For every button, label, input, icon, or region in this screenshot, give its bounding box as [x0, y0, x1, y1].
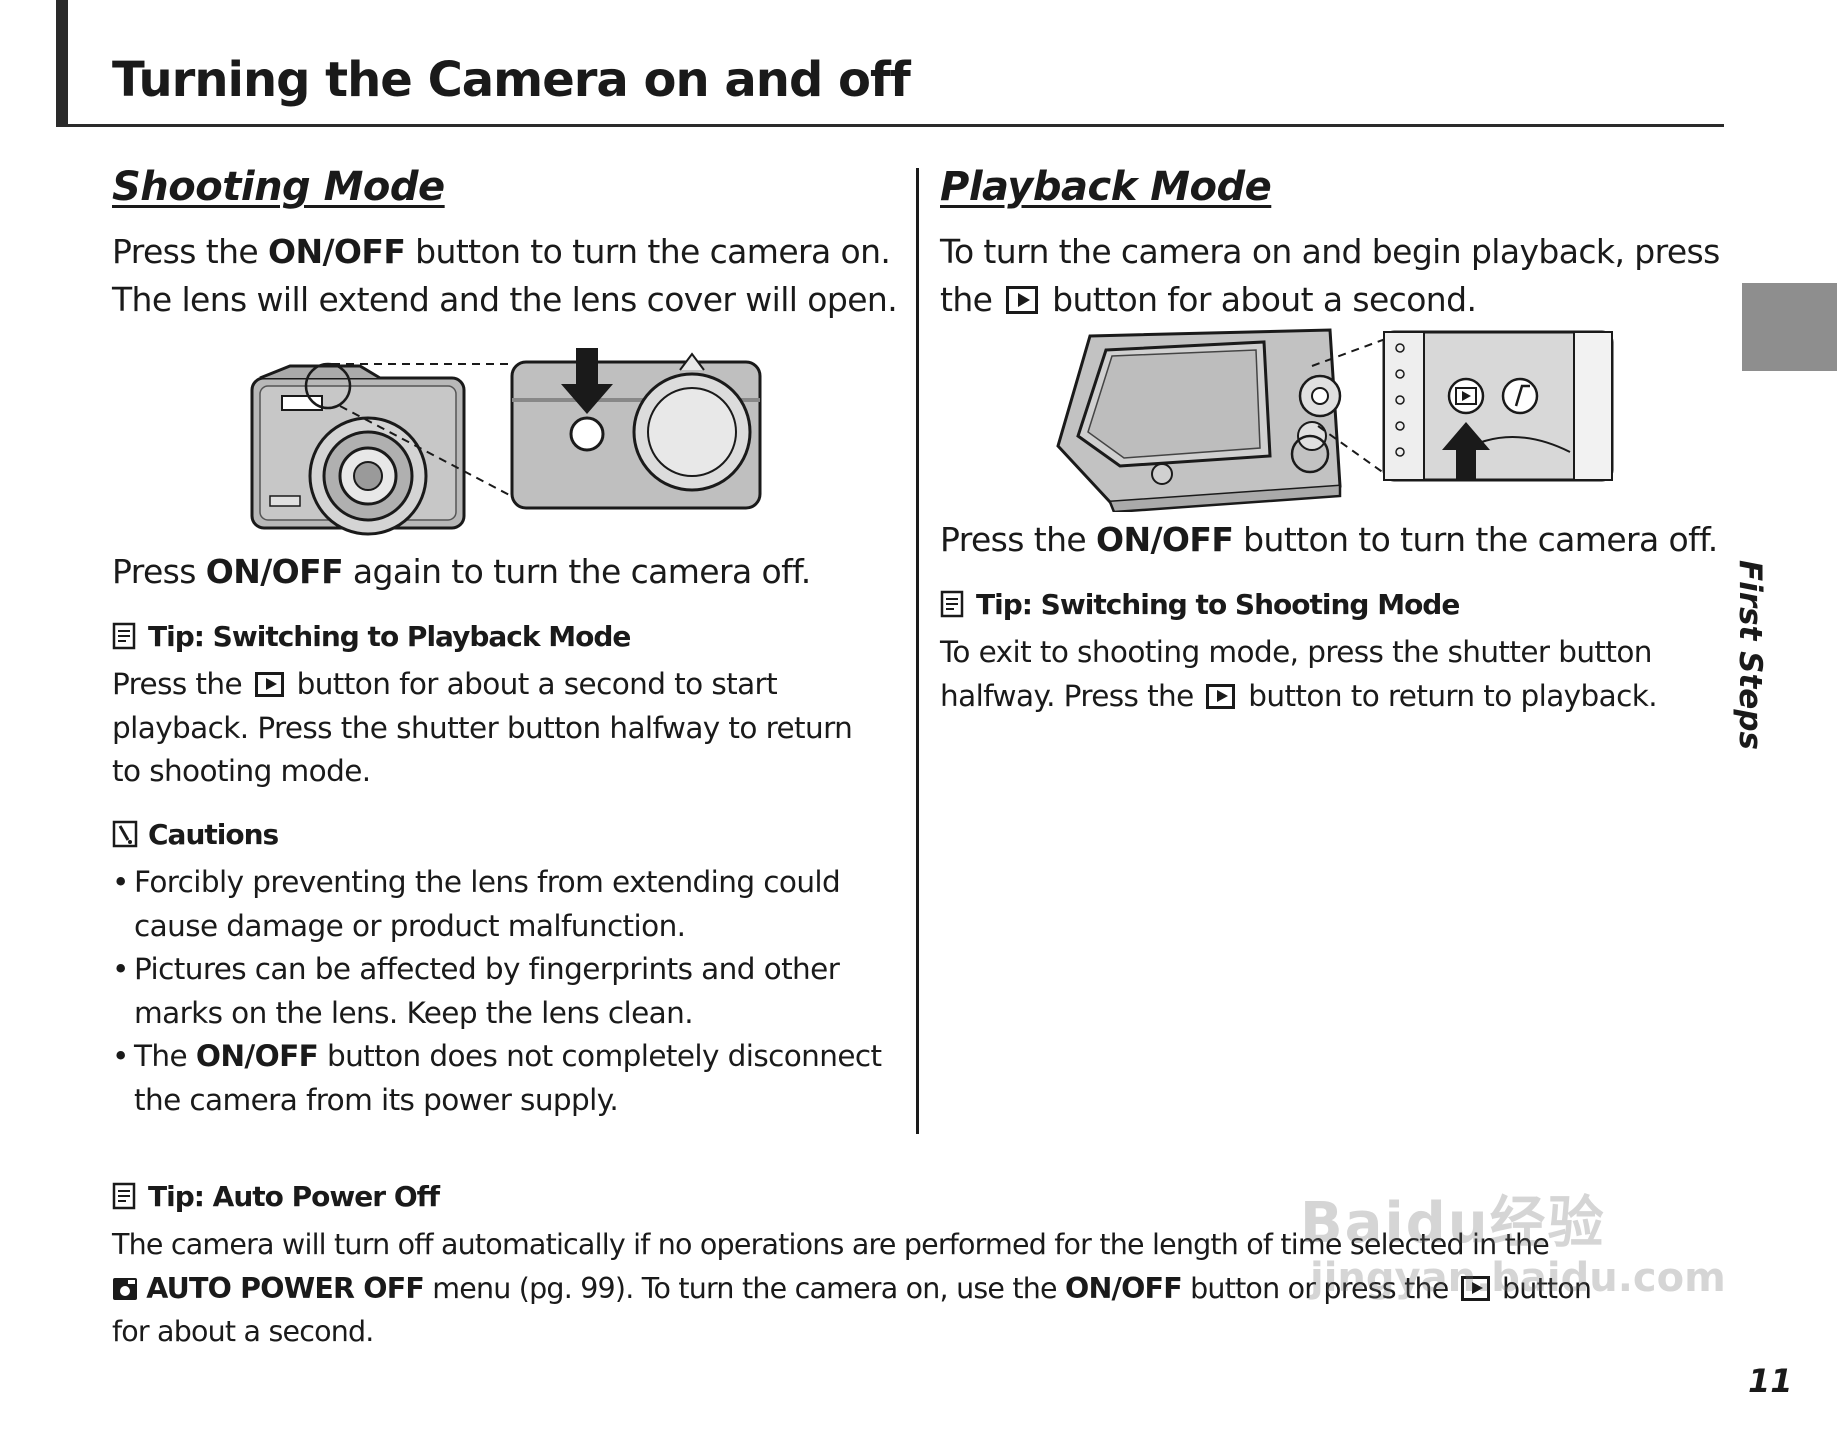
playback-button-icon — [1460, 1275, 1490, 1301]
tip-body: Press the button for about a second to s… — [112, 667, 853, 788]
playback-button-icon — [1006, 286, 1039, 314]
caution-item: Pictures can be affected by fingerprints… — [112, 948, 902, 1035]
page-number: 11 — [1748, 1362, 1793, 1400]
playback-intro-line2: the button for about a second. — [940, 280, 1477, 319]
shooting-intro: Press the ON/OFF button to turn the came… — [112, 228, 912, 324]
auto-power-line3: for about a second. — [112, 1315, 374, 1348]
tip-note-icon — [112, 1182, 136, 1209]
shooting-off-text: Press ON/OFF again to turn the camera of… — [112, 552, 811, 591]
shooting-intro-line2: The lens will extend and the lens cover … — [112, 280, 898, 319]
tip-note-icon — [112, 622, 136, 649]
auto-power-line1: The camera will turn off automatically i… — [112, 1228, 1550, 1261]
tip-body-line2: halfway. Press the button to return to p… — [940, 678, 1658, 713]
camera-front-illustration — [250, 348, 762, 536]
caution-icon — [112, 820, 138, 847]
playback-off-text: Press the ON/OFF button to turn the came… — [940, 520, 1718, 559]
shooting-intro-line1: Press the ON/OFF button to turn the came… — [112, 232, 891, 271]
tip-heading: Tip: Auto Power Off — [112, 1180, 1722, 1213]
cautions-list: Forcibly preventing the lens from extend… — [112, 861, 902, 1122]
playback-mode-heading: Playback Mode — [940, 164, 1272, 210]
playback-button-icon — [1206, 683, 1236, 709]
playback-intro: To turn the camera on and begin playback… — [940, 228, 1730, 324]
cautions-heading: Cautions — [112, 818, 912, 851]
playback-intro-line1: To turn the camera on and begin playback… — [940, 232, 1720, 271]
tip-switch-shooting: Tip: Switching to Shooting Mode To exit … — [940, 588, 1730, 718]
tip-heading: Tip: Switching to Playback Mode — [112, 620, 912, 653]
caution-item: Forcibly preventing the lens from extend… — [112, 861, 902, 948]
tip-body-line1: To exit to shooting mode, press the shut… — [940, 635, 1653, 669]
page-title: Turning the Camera on and off — [112, 52, 911, 108]
tip-auto-power-off: Tip: Auto Power Off The camera will turn… — [112, 1180, 1722, 1354]
setup-menu-icon — [113, 1277, 137, 1300]
caution-item: The ON/OFF button does not completely di… — [112, 1035, 902, 1122]
shooting-mode-heading: Shooting Mode — [112, 164, 445, 210]
section-tab-marker — [1742, 283, 1837, 371]
cautions-box: Cautions Forcibly preventing the lens fr… — [112, 818, 912, 1122]
section-tab-label: First Steps — [1732, 560, 1768, 750]
camera-back-illustration — [1056, 328, 1614, 512]
title-rule — [56, 124, 1724, 127]
tip-switch-playback: Tip: Switching to Playback Mode Press th… — [112, 620, 912, 794]
column-divider — [916, 168, 919, 1134]
auto-power-line2: AUTO POWER OFF menu (pg. 99). To turn th… — [112, 1267, 1722, 1311]
header-accent-bar — [56, 0, 68, 127]
tip-heading: Tip: Switching to Shooting Mode — [940, 588, 1730, 621]
tip-note-icon — [940, 590, 964, 617]
playback-button-icon — [254, 672, 284, 697]
